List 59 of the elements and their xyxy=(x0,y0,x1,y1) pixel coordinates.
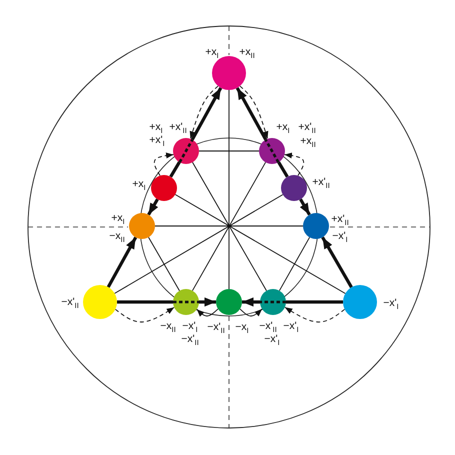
math-label: +x$_{I}$ xyxy=(205,46,219,58)
math-label: −x'$_{II}$ xyxy=(207,321,225,333)
math-label: −x'$_{I}$ xyxy=(182,320,198,332)
line xyxy=(174,194,346,294)
curved-dashed-arrow xyxy=(154,152,174,176)
arrow xyxy=(199,297,216,307)
math-label: +x'$_{II}$ xyxy=(312,176,330,188)
curved-arrow xyxy=(196,308,218,317)
math-label: −x'$_{I}$ xyxy=(332,230,348,242)
hue-circle xyxy=(83,285,117,319)
thick-line xyxy=(117,300,173,304)
math-label: +x'$_{II}$ xyxy=(331,213,349,225)
math-label: +x$_{I}$ xyxy=(149,121,163,133)
line xyxy=(278,236,310,292)
math-label: −x$_{II}$ xyxy=(160,320,176,332)
hue-circle xyxy=(259,138,285,164)
arrow xyxy=(147,198,159,216)
hue-circle xyxy=(260,289,286,315)
math-label: −x'$_{I}$ xyxy=(383,297,399,309)
hue-circle xyxy=(343,285,377,319)
math-label: +x$_{I}$ xyxy=(111,212,125,224)
line xyxy=(198,150,260,152)
arrow xyxy=(106,236,138,288)
math-label: +x'$_{II}$ xyxy=(298,121,316,133)
hue-circle xyxy=(281,175,307,201)
math-label: +x$_{II}$ xyxy=(300,135,316,147)
arrow xyxy=(299,198,311,216)
curved-dashed-arrow xyxy=(114,306,175,322)
crossing-line xyxy=(192,162,267,292)
arrow xyxy=(321,236,353,288)
thick-line xyxy=(286,300,343,304)
math-label: +x$_{I}$ xyxy=(276,121,290,133)
curved-arrow xyxy=(240,308,262,316)
line xyxy=(148,236,180,292)
math-label: +x$_{I}$ xyxy=(132,178,146,190)
math-label: −x$_{I}$ xyxy=(235,321,249,333)
arrow xyxy=(242,297,260,307)
hue-circle xyxy=(129,213,155,239)
math-label: +x'$_{II}$ xyxy=(169,121,187,133)
math-label: +x'$_{I}$ xyxy=(149,134,165,146)
math-label: −x'$_{I}$ xyxy=(283,320,299,332)
math-label: −x'$_{I}$ xyxy=(264,333,280,345)
math-label: −x'$_{II}$ xyxy=(259,320,277,332)
hue-circle xyxy=(173,289,199,315)
hue-circle xyxy=(216,289,242,315)
thick-line xyxy=(277,161,289,178)
hue-circle xyxy=(212,56,246,90)
math-label: −x$_{II}$ xyxy=(109,230,125,242)
math-label: +x$_{II}$ xyxy=(239,46,255,58)
math-label: −x'$_{II}$ xyxy=(181,333,199,345)
curved-dashed-arrow xyxy=(284,306,346,322)
thick-line xyxy=(169,161,181,178)
curved-dashed-arrow xyxy=(284,152,304,176)
hue-circle xyxy=(151,175,177,201)
hue-circle xyxy=(173,138,199,164)
line xyxy=(114,194,284,294)
math-label: −x'$_{II}$ xyxy=(61,296,79,308)
line xyxy=(228,90,230,290)
hue-circle xyxy=(303,213,329,239)
